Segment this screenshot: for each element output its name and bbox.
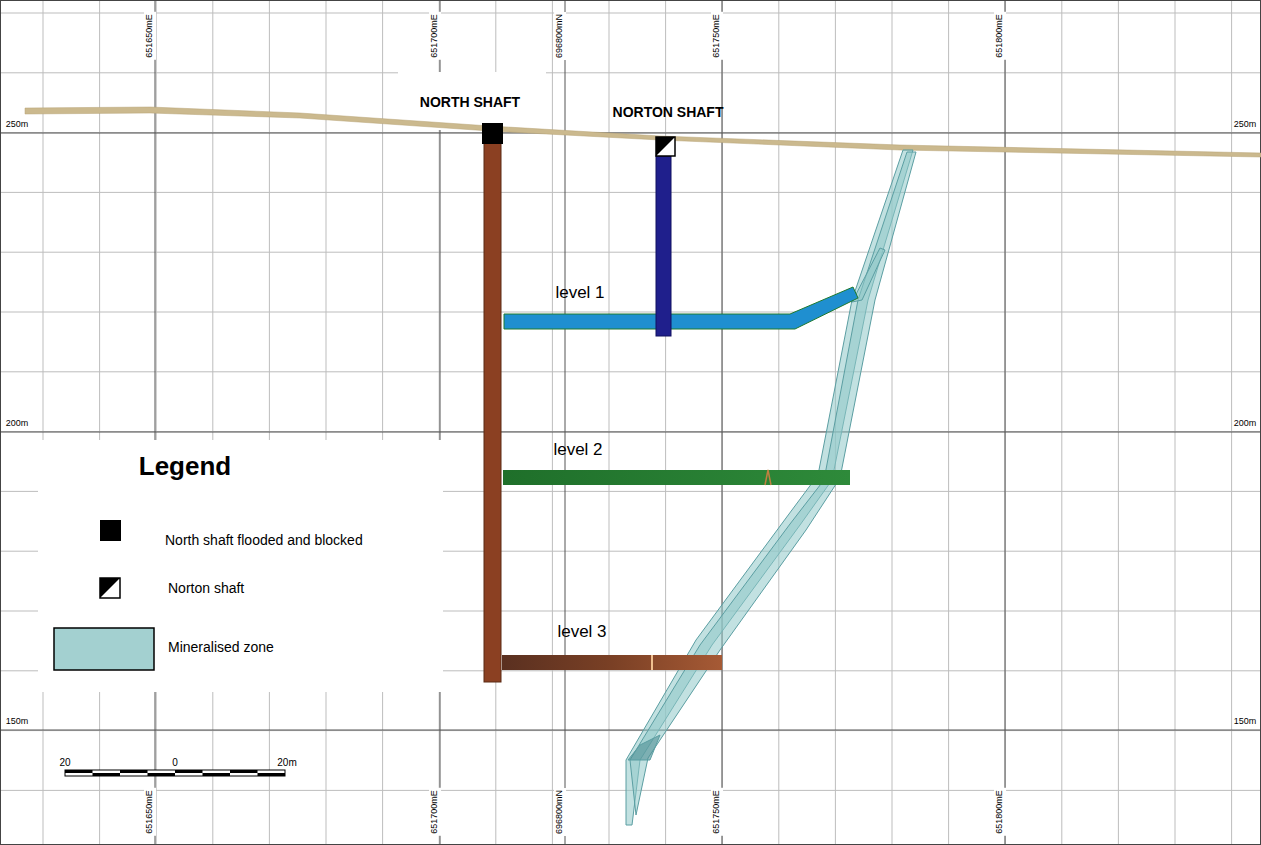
legend-panel	[38, 440, 443, 692]
level-3-drive	[502, 655, 722, 670]
shaft-title: NORTON SHAFT	[613, 105, 724, 120]
legend-text: Mineralised zone	[168, 640, 274, 655]
scale-label: 20m	[277, 757, 296, 768]
norton-shaft	[656, 156, 671, 336]
coordinate-label: 651750mE	[711, 12, 723, 60]
elevation-label: 250m	[6, 120, 29, 130]
coordinate-label: 696800mN	[554, 788, 566, 836]
elevation-label: 150m	[1234, 717, 1257, 727]
level-2-mark	[765, 470, 771, 485]
elevation-label: 250m	[1234, 120, 1257, 130]
legend-title: Legend	[139, 452, 231, 481]
elevation-label: 150m	[6, 717, 29, 727]
legend-symbol	[100, 578, 120, 598]
elevation-label: 200m	[6, 419, 29, 429]
coordinate-label: 651700mE	[429, 788, 441, 836]
legend-text: Norton shaft	[168, 581, 244, 596]
north-shaft-collar	[482, 123, 503, 144]
elevation-label: 200m	[1234, 419, 1257, 429]
norton-shaft-collar	[656, 137, 675, 156]
level-label: level 3	[557, 623, 606, 642]
coordinate-label: 651750mE	[711, 788, 723, 836]
legend-swatch	[100, 520, 121, 541]
scale-bar	[65, 770, 285, 776]
coordinate-label: 651700mE	[429, 12, 441, 60]
coordinate-label: 651650mE	[144, 788, 156, 836]
north-shaft	[484, 143, 501, 682]
legend-text: North shaft flooded and blocked	[165, 533, 363, 548]
legend-swatch	[54, 628, 154, 670]
level-label: level 2	[553, 441, 602, 460]
coordinate-label: 651800mE	[994, 788, 1006, 836]
level-label: level 1	[555, 284, 604, 303]
coordinate-label: 651650mE	[144, 12, 156, 60]
scale-label: 20	[59, 757, 70, 768]
level-2-drive	[503, 470, 850, 485]
scale-label: 0	[172, 757, 178, 768]
coordinate-label: 651800mE	[994, 12, 1006, 60]
shaft-title: NORTH SHAFT	[420, 95, 520, 110]
mineralised-zone	[626, 150, 916, 825]
level-3-mark	[651, 655, 653, 670]
coordinate-label: 696800mN	[554, 12, 566, 60]
